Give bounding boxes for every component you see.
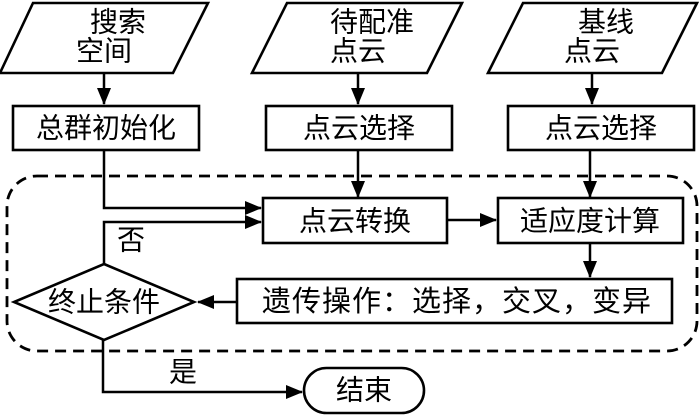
edge-init-to-transform — [102, 150, 262, 215]
cloud-transform-label: 点云转换 — [299, 206, 411, 238]
ga-loop-dashed-boundary — [5, 174, 699, 353]
target-cloud-label-line2: 点云 — [330, 37, 386, 68]
yes-branch-label: 是 — [169, 358, 197, 389]
cloud-select-right-box — [506, 104, 696, 152]
base-cloud-label-line2: 点云 — [564, 37, 620, 68]
no-branch-label: 否 — [117, 226, 145, 257]
search-space-label-line2: 空间 — [76, 36, 132, 68]
genetic-ops-box — [235, 277, 674, 325]
search-space-label-line1: 搜索 — [90, 7, 146, 39]
population-init-box — [11, 104, 201, 152]
end-label: 结束 — [336, 375, 392, 407]
target-cloud-label-line1: 待配准 — [330, 7, 414, 39]
edge-no-loop-to-transform — [102, 215, 262, 265]
search-space-parallelogram — [0, 1, 211, 75]
edge-yes-to-end — [101, 340, 303, 399]
end-terminator — [302, 366, 426, 415]
genetic-ops-label: 遗传操作：选择，交叉，变异 — [262, 285, 652, 318]
cloud-transform-box — [261, 196, 449, 245]
fitness-calc-label: 适应度计算 — [520, 206, 660, 238]
fitness-calc-box — [496, 196, 685, 245]
cloud-select-mid-label: 点云选择 — [303, 113, 415, 145]
cloud-select-right-label: 点云选择 — [545, 113, 657, 145]
target-cloud-parallelogram — [249, 1, 465, 75]
base-cloud-label-line1: 基线 — [578, 7, 634, 39]
base-cloud-parallelogram — [485, 1, 700, 75]
population-init-label: 总群初始化 — [36, 113, 176, 145]
terminate-check-label: 终止条件 — [48, 287, 160, 319]
cloud-select-mid-box — [264, 104, 454, 152]
terminate-diamond — [10, 262, 198, 342]
